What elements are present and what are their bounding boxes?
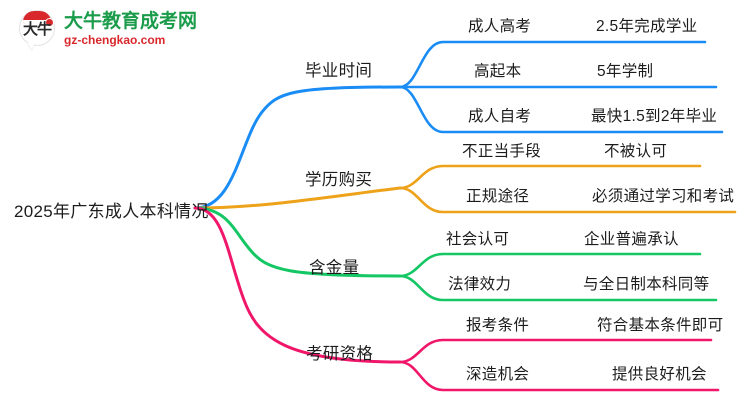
branch-label-kaoyanzige: 考研资格	[306, 345, 374, 363]
hat-pompom-icon	[45, 18, 54, 27]
child-detail-baokaotiaojian: 符合基本条件即可	[597, 317, 724, 334]
child-label-chengrengaokao: 成人高考	[468, 18, 532, 35]
site-logo: 大牛 大牛教育成考网 gz-chengkao.com	[18, 7, 197, 51]
child-label-shenzaojihui: 深造机会	[466, 366, 530, 383]
logo-mark-icon: 大牛	[18, 9, 58, 49]
logo-mark-label: 大牛	[22, 21, 52, 38]
child-detail-shenzaojihui: 提供良好机会	[612, 366, 707, 383]
branch-label-biyeshijian: 毕业时间	[305, 62, 373, 80]
child-detail-gaoqiben: 5年学制	[597, 63, 654, 80]
child-detail-chengrenzikao: 最快1.5到2年毕业	[591, 108, 718, 125]
child-label-chengrenzikao: 成人自考	[468, 108, 532, 125]
child-detail-chengrengaokao: 2.5年完成学业	[596, 18, 698, 35]
child-label-shehuirenke: 社会认可	[446, 231, 510, 248]
logo-url: gz-chengkao.com	[64, 33, 166, 47]
child-detail-shehuirenke: 企业普遍承认	[584, 231, 679, 248]
child-label-gaoqiben: 高起本	[474, 63, 522, 80]
branch-label-hanjinliang: 含金量	[309, 259, 360, 277]
branch-lines-hanjinliang	[193, 206, 718, 302]
root-node-label: 2025年广东成人本科情况	[14, 202, 209, 221]
child-detail-buzhengdangshouduan: 不被认可	[604, 143, 668, 160]
child-label-falvxiaoli: 法律效力	[448, 276, 512, 293]
branch-label-xuelgoumai: 学历购买	[305, 171, 373, 189]
branch-lines-biyeshijian	[193, 40, 724, 210]
logo-title: 大牛教育成考网	[64, 11, 198, 32]
logo-text-block: 大牛教育成考网 gz-chengkao.com	[64, 12, 197, 46]
branch-lines-xuelgoumai	[193, 164, 737, 214]
branch-lines-kaoyanzige	[193, 206, 720, 392]
child-detail-falvxiaoli: 与全日制本科同等	[583, 276, 710, 293]
child-detail-zhengguitujing: 必须通过学习和考试	[592, 188, 735, 205]
santa-hat-icon	[23, 11, 51, 24]
child-label-buzhengdangshouduan: 不正当手段	[462, 143, 542, 160]
child-label-zhengguitujing: 正规途径	[466, 188, 530, 205]
child-label-baokaotiaojian: 报考条件	[466, 317, 530, 334]
